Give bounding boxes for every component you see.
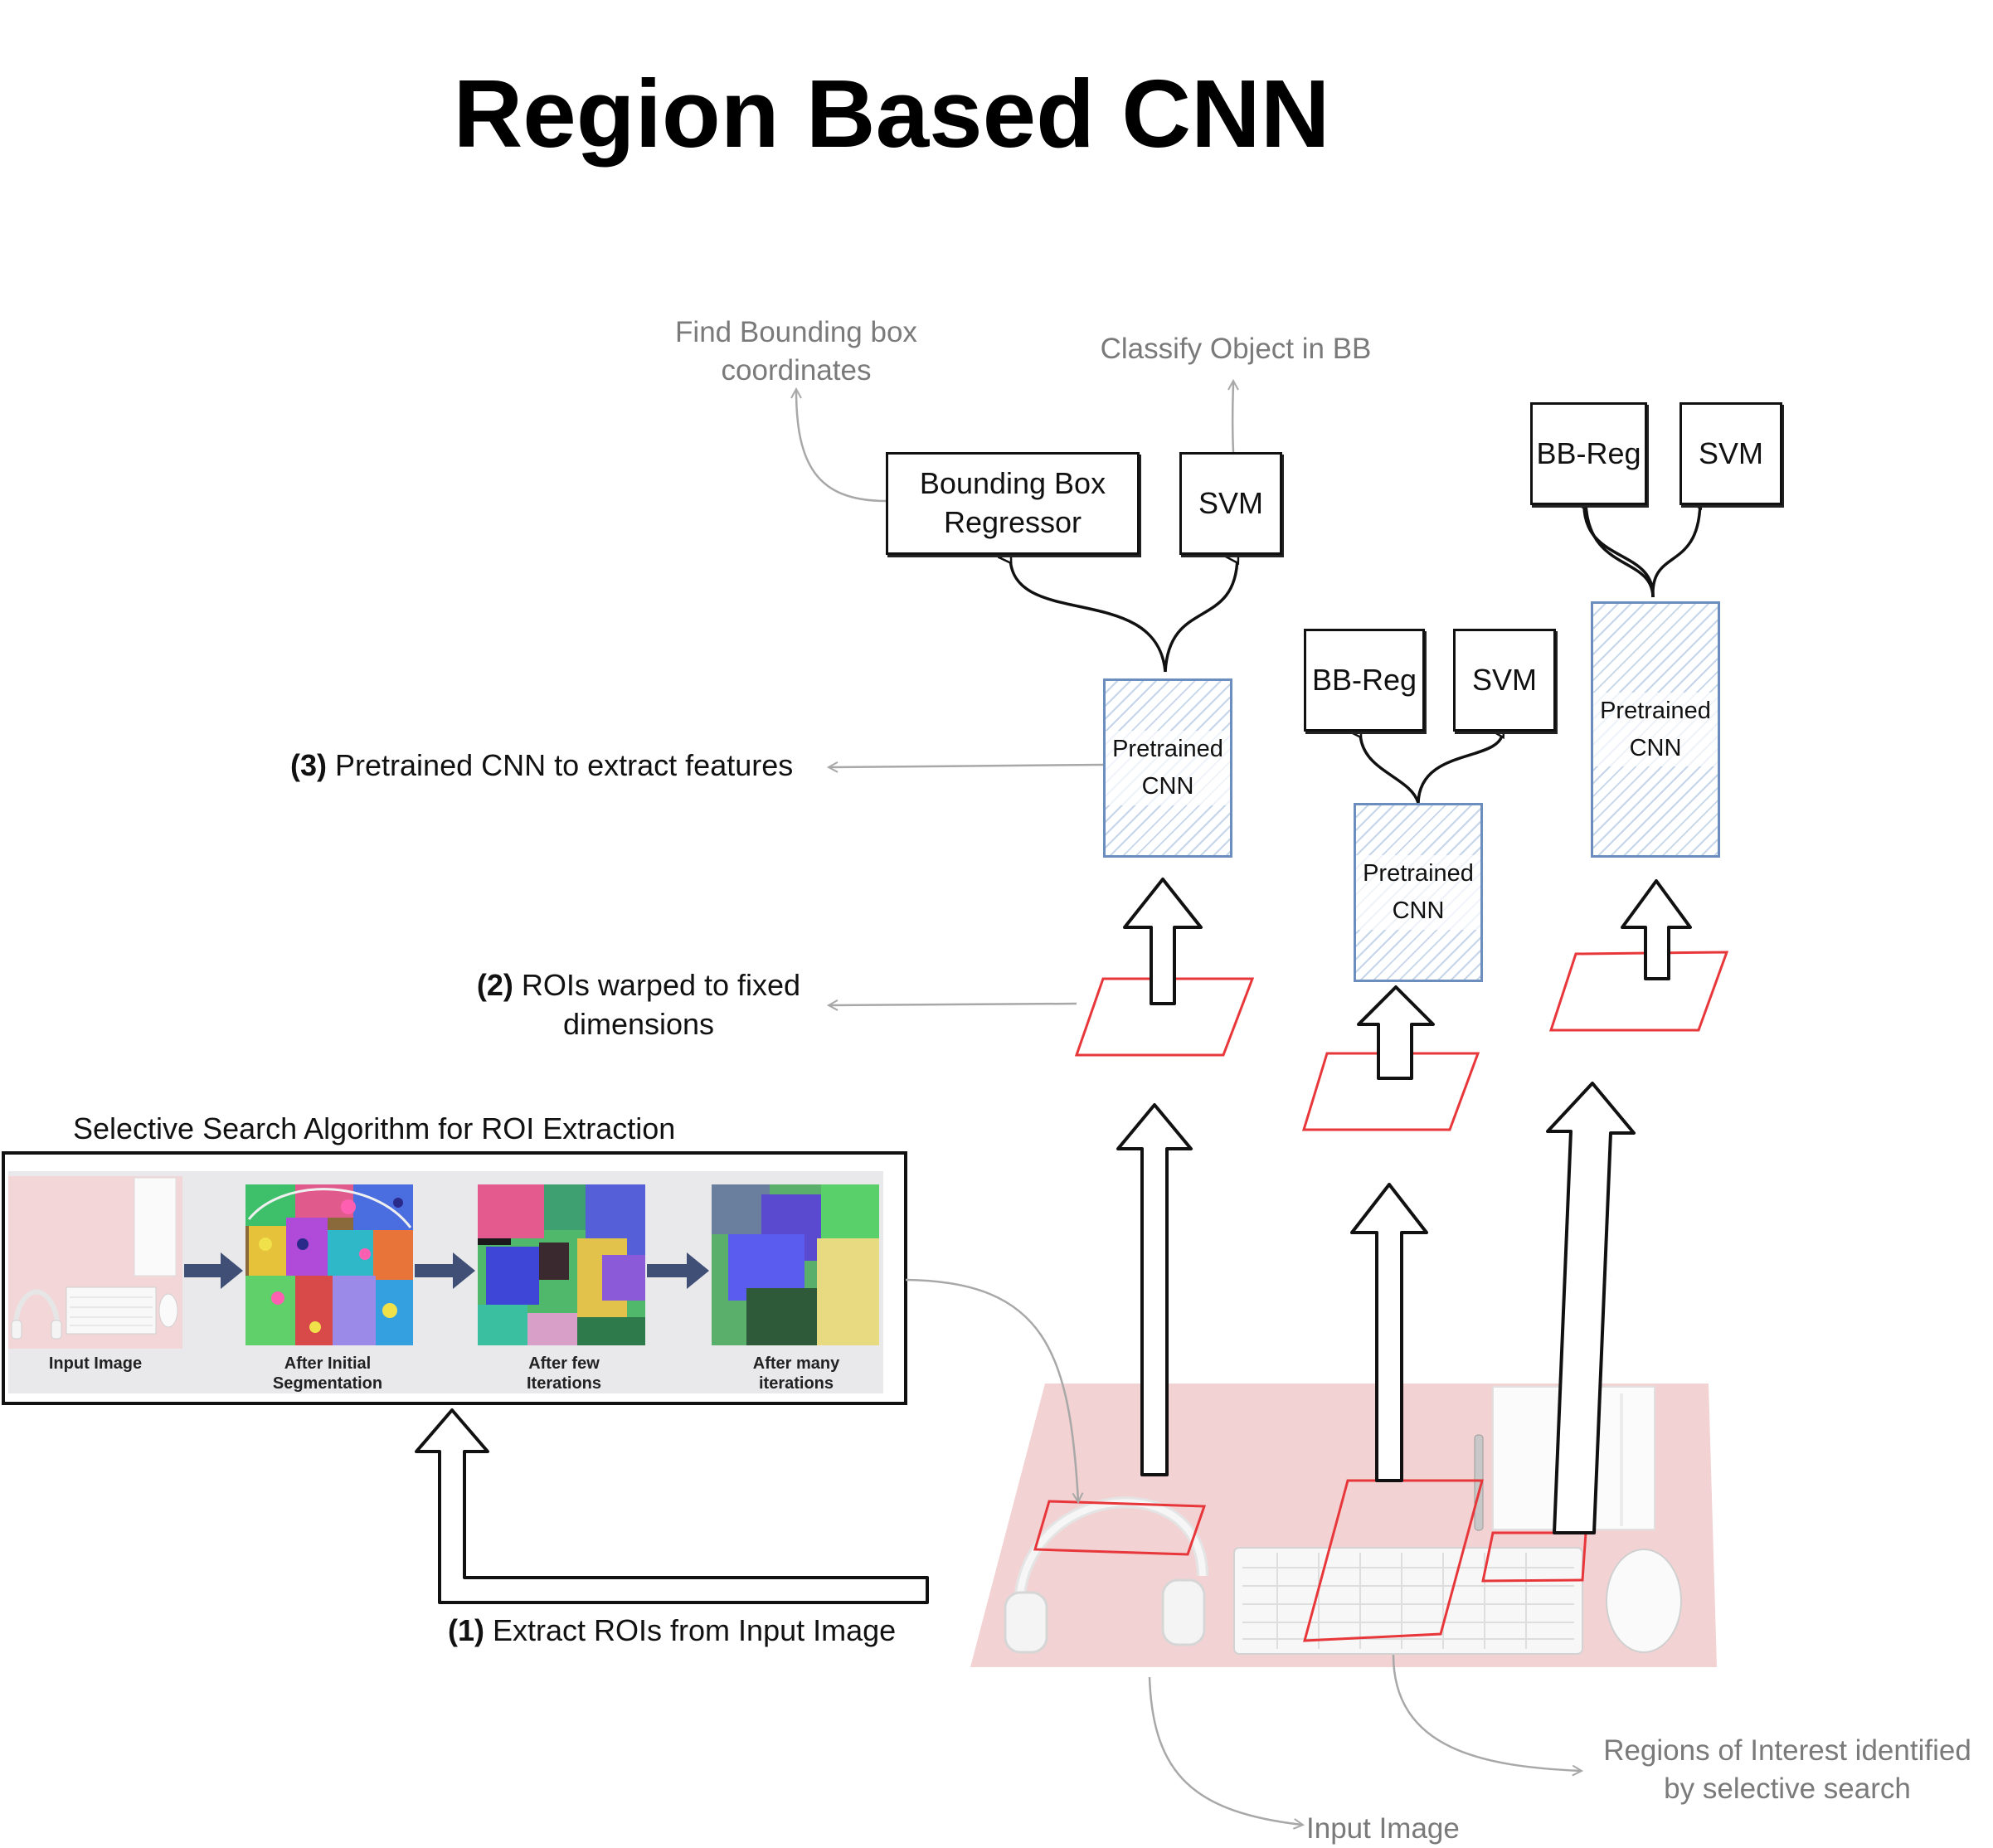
step3-text: Pretrained CNN to extract features (335, 748, 794, 782)
step2-number: (2) (476, 968, 513, 1002)
headphones-shape (1004, 1496, 1208, 1654)
ss-input-thumbnail (8, 1176, 182, 1349)
arrow-cnn3-up (1621, 879, 1692, 980)
warped-roi-3 (1548, 951, 1729, 1032)
ss-step-arrows (184, 1252, 709, 1289)
hollow-arrows (415, 878, 1692, 1604)
ss-caption-input: Input Image (48, 1354, 143, 1373)
arrow-cnn1-up (1123, 878, 1203, 1005)
pretrained-cnn-2: Pretrained CNN (1354, 803, 1483, 982)
roi-annotation: Regions of Interest identified by select… (1603, 1734, 1971, 1805)
arrow-roi3-up (1546, 1082, 1636, 1534)
svm-box-3: SVM (1679, 402, 1782, 505)
bbox-regressor-box: Bounding Box Regressor (886, 452, 1140, 555)
annotation-arrows (796, 382, 1581, 1825)
step2-text: ROIs warped to fixed dimensions (521, 968, 801, 1041)
classify-annotation: Classify Object in BB (1100, 333, 1372, 365)
svm-box-2: SVM (1453, 629, 1556, 732)
step1-number: (1) (448, 1613, 484, 1647)
find-bb-annotation: Find Bounding box coordinates (675, 316, 917, 387)
arrow-roi2-up (1350, 1183, 1428, 1482)
step1-text: Extract ROIs from Input Image (493, 1613, 897, 1647)
arrow-roi1-up (1116, 1103, 1193, 1476)
pretrained-cnn-3-label: Pretrained CNN (1593, 692, 1718, 767)
page-title: Region Based CNN (453, 60, 1330, 168)
mouse-shape (1606, 1549, 1682, 1653)
roi-headphones (1033, 1500, 1207, 1556)
roi-keyboard (1303, 1479, 1484, 1642)
pretrained-cnn-2-label: Pretrained CNN (1356, 855, 1480, 930)
pen-shape (1474, 1434, 1484, 1531)
ss-caption-few: After few Iterations (526, 1354, 602, 1393)
step3-number: (3) (290, 748, 327, 782)
pretrained-cnn-1-label: Pretrained CNN (1106, 731, 1230, 805)
ss-initial-segmentation-thumbnail (245, 1184, 413, 1345)
ss-many-iterations-thumbnail (712, 1184, 879, 1345)
pretrained-cnn-3: Pretrained CNN (1591, 601, 1720, 858)
ss-title: Selective Search Algorithm for ROI Extra… (73, 1111, 676, 1145)
warped-roi-2 (1301, 1052, 1480, 1131)
warped-roi-1 (1074, 977, 1255, 1057)
input-image-annotation: Input Image (1306, 1812, 1460, 1845)
bbreg-box-3: BB-Reg (1530, 402, 1647, 505)
desk-photo (970, 1384, 1717, 1667)
svm-box-1: SVM (1179, 452, 1282, 555)
cnn-output-connectors (1010, 503, 1700, 804)
arrow-cnn2-up (1357, 985, 1435, 1080)
step1-label: (1) Extract ROIs from Input Image (448, 1612, 962, 1651)
bbreg-box-2: BB-Reg (1304, 629, 1425, 732)
ss-caption-initial: After Initial Segmentation (272, 1354, 383, 1393)
warped-rois (1074, 951, 1729, 1131)
pretrained-cnn-1: Pretrained CNN (1103, 678, 1232, 858)
ss-few-iterations-thumbnail (478, 1184, 645, 1345)
step2-label: (2) ROIs warped to fixed dimensions (464, 966, 813, 1044)
keyboard-shape (1233, 1547, 1583, 1655)
arrow-step1 (415, 1408, 929, 1604)
step3-label: (3) Pretrained CNN to extract features (290, 746, 838, 785)
ss-caption-many: After many iterations (752, 1354, 840, 1393)
